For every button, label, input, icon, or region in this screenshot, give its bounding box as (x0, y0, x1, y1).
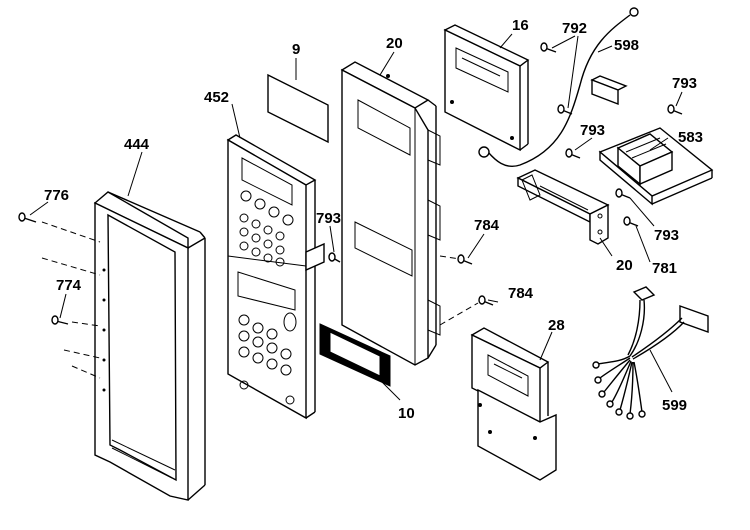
part-452-control-panel (226, 134, 325, 420)
label-776: 776 (44, 187, 69, 204)
screw-793-panel (328, 252, 341, 263)
label-20-bracket: 20 (616, 257, 633, 274)
screw-781 (623, 216, 639, 227)
label-781: 781 (652, 260, 677, 277)
label-444: 444 (124, 136, 150, 153)
label-20-top: 20 (386, 35, 403, 52)
label-28: 28 (548, 317, 565, 334)
part-labels: 9 20 16 792 598 452 793 583 444 793 776 … (44, 17, 703, 422)
label-598: 598 (614, 37, 639, 54)
screw-784-upper (439, 254, 473, 265)
label-583: 583 (678, 129, 703, 146)
part-444-frame (93, 191, 206, 501)
label-784-a: 784 (474, 217, 500, 234)
part-20-housing (340, 61, 441, 366)
label-792: 792 (562, 20, 587, 37)
part-10-gasket (319, 323, 391, 387)
label-793-c: 793 (316, 210, 341, 227)
screw-776 (18, 212, 37, 223)
label-452: 452 (204, 89, 229, 106)
label-9: 9 (292, 41, 300, 58)
screw-774 (51, 315, 69, 325)
screw-793-top-right (667, 104, 683, 115)
screw-793-mid (565, 148, 581, 159)
label-16: 16 (512, 17, 529, 34)
label-10: 10 (398, 405, 415, 422)
part-20-bracket (516, 169, 610, 245)
label-599: 599 (662, 397, 687, 414)
part-16-display-board (443, 24, 530, 152)
part-28-board (470, 327, 557, 481)
label-784-b: 784 (508, 285, 534, 302)
screw-793-right-low (615, 188, 631, 199)
label-793-a: 793 (672, 75, 697, 92)
screw-792-b (557, 104, 573, 115)
part-599-wire-harness (592, 286, 709, 420)
label-793-b: 793 (580, 122, 605, 139)
part-598-wire (478, 7, 639, 167)
part-9-label (267, 73, 329, 144)
screw-784-lower (439, 295, 494, 326)
part-583-board (590, 75, 714, 206)
leader-lines (29, 33, 683, 401)
label-793-d: 793 (654, 227, 679, 244)
label-774: 774 (56, 277, 82, 294)
screw-792-a (540, 42, 557, 53)
